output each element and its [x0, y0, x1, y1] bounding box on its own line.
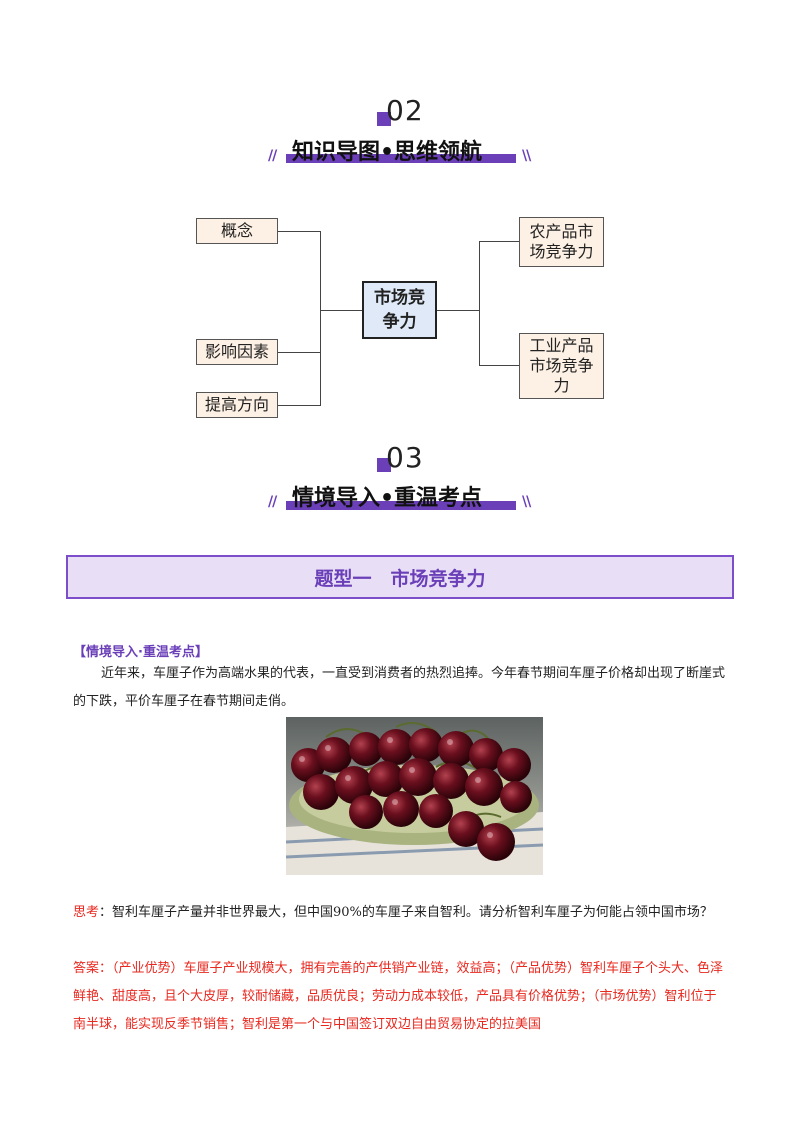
mindmap-connector [320, 310, 362, 311]
decor-slashes-right: \\ [522, 148, 531, 164]
section-title: 知识导图•思维领航 [292, 140, 483, 165]
mindmap-node: 提高方向 [196, 392, 278, 418]
mindmap-connector [278, 231, 320, 232]
answer-text: （产业优势）车厘子产业规模大，拥有完善的产供销产业链，效益高；（产品优势）智利车… [73, 961, 724, 1032]
mindmap-node: 概念 [196, 218, 278, 244]
mindmap-connector [278, 405, 320, 406]
mindmap-node: 影响因素 [196, 339, 278, 365]
answer-label: 答案： [73, 961, 113, 976]
decor-slashes-left: // [268, 494, 277, 510]
context-text: 近年来，车厘子作为高端水果的代表，一直受到消费者的热烈追捧。今年春节期间车厘子价… [73, 666, 726, 709]
think-label: 思考 [73, 905, 100, 920]
mindmap-connector [479, 241, 480, 366]
mindmap-connector [320, 231, 321, 406]
section-number-block [377, 458, 391, 472]
mindmap-connector [437, 310, 479, 311]
mindmap-connector [278, 352, 320, 353]
mindmap-connector [479, 241, 519, 242]
mindmap-center-node: 市场竞争力 [362, 281, 437, 339]
section-title: 情境导入•重温考点 [292, 486, 483, 511]
mindmap-connector [479, 365, 519, 366]
decor-slashes-right: \\ [522, 494, 531, 510]
think-paragraph: 思考：智利车厘子产量并非世界最大，但中国90%的车厘子来自智利。请分析智利车厘子… [73, 899, 728, 927]
section-number: 03 [386, 441, 424, 474]
mindmap-node: 农产品市场竞争力 [519, 217, 604, 267]
answer-paragraph: 答案：（产业优势）车厘子产业规模大，拥有完善的产供销产业链，效益高；（产品优势）… [73, 955, 728, 1039]
mindmap-node: 工业产品市场竞争力 [519, 333, 604, 399]
context-label: 【情境导入·重温考点】 [73, 645, 208, 660]
section-title-underline [286, 154, 516, 163]
cherries-photo [286, 717, 543, 875]
cherries-illustration [286, 722, 543, 875]
section-title-underline [286, 501, 516, 510]
section-number: 02 [386, 94, 424, 127]
section-number-block [377, 112, 391, 126]
think-text: ：智利车厘子产量并非世界最大，但中国90%的车厘子来自智利。请分析智利车厘子为何… [99, 905, 713, 920]
decor-slashes-left: // [268, 148, 277, 164]
context-paragraph: 近年来，车厘子作为高端水果的代表，一直受到消费者的热烈追捧。今年春节期间车厘子价… [73, 660, 728, 716]
question-type-banner: 题型一 市场竞争力 [66, 555, 734, 599]
